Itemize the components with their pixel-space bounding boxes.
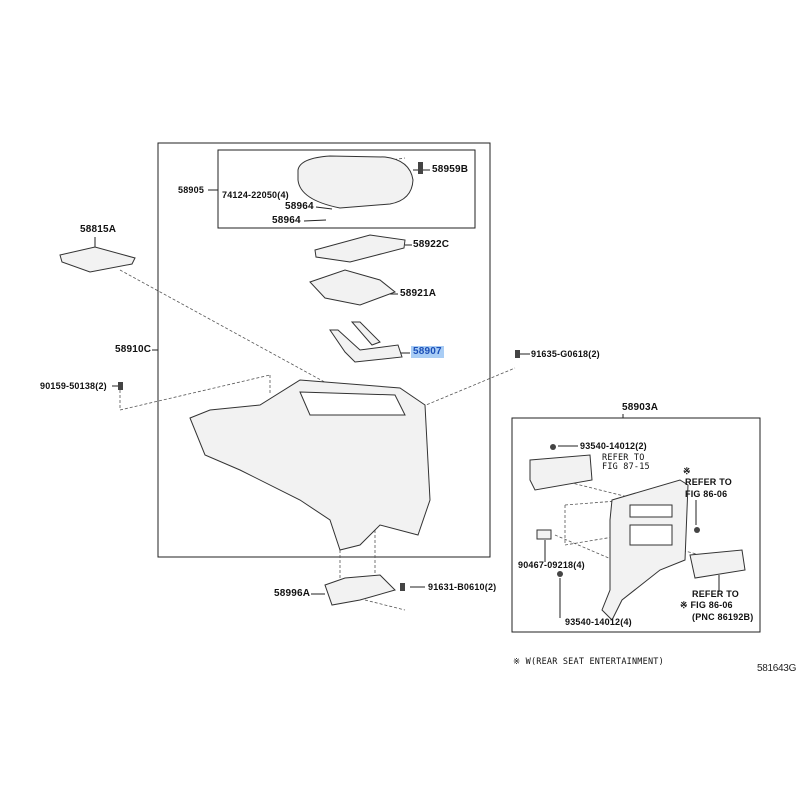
callout-58964-b: 58964 xyxy=(272,215,301,226)
callout-58815A: 58815A xyxy=(80,224,117,235)
callout-58903A: 58903A xyxy=(622,402,659,413)
callout-90467-09218: 90467-09218(4) xyxy=(518,560,585,570)
tray-cover xyxy=(314,234,406,263)
refer-to-text: REFER TO xyxy=(685,477,732,487)
footnote: ※ W(REAR SEAT ENTERTAINMENT) xyxy=(513,657,664,667)
figure-code: 581643G xyxy=(757,663,797,674)
tray xyxy=(309,269,397,306)
refer-to-text: REFER TO xyxy=(602,453,645,463)
armrest-lid xyxy=(297,155,414,209)
bracket-58996A xyxy=(324,574,396,606)
callout-91635-G0618: 91635-G0618(2) xyxy=(531,349,600,359)
refer-fig-86-06: FIG 86-06 xyxy=(685,489,728,499)
refer-fig-87-15: FIG 87-15 xyxy=(602,462,650,472)
callout-58910C: 58910C xyxy=(115,344,152,355)
unit-fig-87-15 xyxy=(529,454,593,491)
refer-to-text: REFER TO xyxy=(692,589,739,599)
console-body xyxy=(189,379,431,551)
mat-58815A xyxy=(59,246,136,273)
rear-panel-group-box xyxy=(511,417,761,633)
callout-58905: 58905 xyxy=(178,185,205,195)
hinge-bracket xyxy=(329,321,403,363)
callout-58964-a: 58964 xyxy=(285,201,314,212)
callout-90159-50138: 90159-50138(2) xyxy=(40,381,107,391)
reference-mark: ※ xyxy=(683,466,691,476)
callout-93540-14012-2: 93540-14012(2) xyxy=(580,441,647,451)
refer-fig-86-06: ※ FIG 86-06 xyxy=(680,600,733,610)
refer-pnc-86192B: (PNC 86192B) xyxy=(692,612,754,622)
callout-58922C: 58922C xyxy=(413,239,450,250)
callout-58996A: 58996A xyxy=(274,588,311,599)
unit-fig-86-06 xyxy=(689,549,746,579)
callout-58921A: 58921A xyxy=(400,288,437,299)
callout-91631-B0610: 91631-B0610(2) xyxy=(428,582,497,592)
callout-58959B: 58959B xyxy=(432,164,469,175)
callout-93540-14012-4: 93540-14012(4) xyxy=(565,617,632,627)
rear-panel xyxy=(601,479,689,621)
lid-group-box xyxy=(217,149,476,229)
callout-58907-highlighted[interactable]: 58907 xyxy=(411,346,444,358)
callout-74124-22050: 74124-22050(4) xyxy=(222,190,289,200)
